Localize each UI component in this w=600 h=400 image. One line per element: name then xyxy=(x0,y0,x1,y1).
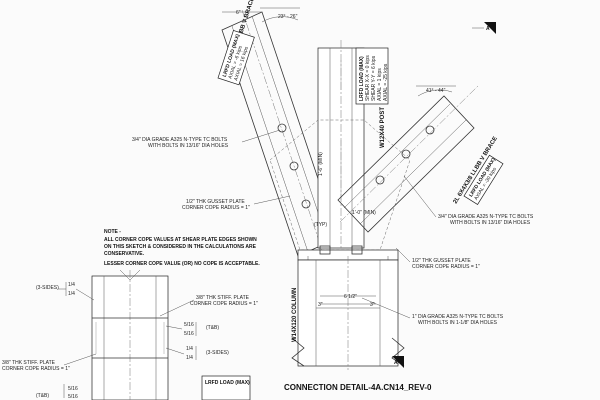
note-line: CONSERVATIVE. xyxy=(104,251,145,257)
svg-text:3/4" DIA GRADE A325 N-TYPE TC: 3/4" DIA GRADE A325 N-TYPE TC BOLTS xyxy=(132,137,228,143)
svg-text:CORNER COPE RADIUS = 1": CORNER COPE RADIUS = 1" xyxy=(2,366,70,372)
svg-text:AXIAL = -25 kips: AXIAL = -25 kips xyxy=(383,63,389,101)
svg-text:1/2" THK GUSSET PLATE: 1/2" THK GUSSET PLATE xyxy=(186,199,245,205)
svg-text:3": 3" xyxy=(370,302,375,308)
svg-text:6": 6" xyxy=(236,10,241,16)
dimension: 1'-6" (MIN) 1'-0" (MIN) (TYP) 6 1/2" 3" … xyxy=(314,152,380,309)
svg-text:(T&B): (T&B) xyxy=(206,325,219,331)
bolt xyxy=(425,125,435,135)
svg-text:3": 3" xyxy=(318,302,323,308)
svg-text:5/16: 5/16 xyxy=(184,331,194,337)
load-box-bottom: LRFD LOAD (MAX) xyxy=(201,375,251,400)
svg-text:1/4: 1/4 xyxy=(68,291,75,297)
bolt xyxy=(301,199,311,209)
svg-text:3/8" THK STIFF. PLATE: 3/8" THK STIFF. PLATE xyxy=(196,295,250,301)
bolt xyxy=(289,161,299,171)
svg-text:SHEAR Y-Y = 6 kips: SHEAR Y-Y = 6 kips xyxy=(371,55,377,101)
note-block: NOTE - ALL CORNER COPE VALUES AT SHEAR P… xyxy=(104,229,260,267)
svg-text:WITH BOLTS IN 1-1/8" DIA HOLES: WITH BOLTS IN 1-1/8" DIA HOLES xyxy=(418,320,498,326)
svg-text:CORNER COPE RADIUS = 1": CORNER COPE RADIUS = 1" xyxy=(412,264,480,270)
weld-symbol: (T&B) 5/16 5/16 xyxy=(36,384,78,400)
drawing-title: CONNECTION DETAIL-4A.CN14_REV-0 xyxy=(284,383,432,392)
callout-gusset-left: 1/2" THK GUSSET PLATE CORNER COPE RADIUS… xyxy=(182,195,291,211)
svg-text:A: A xyxy=(394,360,398,366)
gusset-plate xyxy=(269,119,411,251)
svg-text:(TYP): (TYP) xyxy=(314,222,327,228)
svg-text:1/2" THK GUSSET PLATE: 1/2" THK GUSSET PLATE xyxy=(412,258,471,264)
svg-text:1/4: 1/4 xyxy=(186,346,193,352)
svg-text:6 1/2": 6 1/2" xyxy=(344,294,357,300)
svg-text:3/4" DIA GRADE A325 N-TYPE TC: 3/4" DIA GRADE A325 N-TYPE TC BOLTS xyxy=(438,214,534,220)
right-brace xyxy=(337,85,479,233)
post-label: W12X40 POST xyxy=(380,107,386,148)
column-member xyxy=(291,256,405,370)
svg-text:(3-SIDES): (3-SIDES) xyxy=(36,285,59,291)
bolt xyxy=(375,175,385,185)
bolt xyxy=(401,149,411,159)
svg-text:(T&B): (T&B) xyxy=(36,393,49,399)
svg-text:1/4: 1/4 xyxy=(186,355,193,361)
svg-text:1'-0" (MIN): 1'-0" (MIN) xyxy=(352,210,376,216)
dimension: 6" 23° - 26" 41° - 44" xyxy=(236,10,453,97)
svg-text:CORNER COPE RADIUS = 1": CORNER COPE RADIUS = 1" xyxy=(182,205,250,211)
weld-symbol: (3-SIDES) 1/4 1/4 xyxy=(165,346,229,361)
svg-text:AXIAL = 1 kips: AXIAL = 1 kips xyxy=(377,68,383,101)
svg-text:3/8" THK STIFF. PLATE: 3/8" THK STIFF. PLATE xyxy=(2,360,56,366)
section-mark: A xyxy=(472,22,496,34)
svg-text:WITH BOLTS IN 13/16" DIA HOLES: WITH BOLTS IN 13/16" DIA HOLES xyxy=(148,143,229,149)
section-mark: A xyxy=(392,356,404,368)
callout-bolts-left: 3/4" DIA GRADE A325 N-TYPE TC BOLTS WITH… xyxy=(132,129,281,149)
svg-text:5/16: 5/16 xyxy=(68,386,78,392)
svg-text:5/16: 5/16 xyxy=(68,394,78,400)
svg-text:(3-SIDES): (3-SIDES) xyxy=(206,350,229,356)
svg-text:5/16: 5/16 xyxy=(184,322,194,328)
weld-symbol: (T&B) 5/16 5/16 xyxy=(165,322,219,337)
svg-text:SHEAR X-X = 0 kips: SHEAR X-X = 0 kips xyxy=(365,55,371,101)
callout-stiff-plate-mid: 3/8" THK STIFF. PLATE CORNER COPE RADIUS… xyxy=(159,295,258,317)
svg-text:41° - 44": 41° - 44" xyxy=(426,88,446,94)
bolt xyxy=(277,123,287,133)
svg-text:LRFD LOAD (MAX): LRFD LOAD (MAX) xyxy=(205,380,250,386)
column-label: W14X120 COLUMN xyxy=(292,288,298,342)
note-line: ON THIS SKETCH & CONSIDERED IN THE CALCU… xyxy=(104,244,257,250)
svg-text:CORNER COPE RADIUS = 1": CORNER COPE RADIUS = 1" xyxy=(190,301,258,307)
lower-left-detail xyxy=(91,269,169,400)
note-heading: NOTE - xyxy=(104,229,121,235)
note-extra: LESSER CORNER COPE VALUE (OR) NO COPE IS… xyxy=(104,261,260,267)
svg-text:1'-6" (MIN): 1'-6" (MIN) xyxy=(318,152,324,176)
svg-text:1/4: 1/4 xyxy=(68,282,75,288)
load-box-post: LRFD LOAD (MAX) SHEAR X-X = 0 kips SHEAR… xyxy=(355,47,389,105)
svg-text:1" DIA GRADE A325 N-TYPE TC BO: 1" DIA GRADE A325 N-TYPE TC BOLTS xyxy=(412,314,504,320)
callout-gusset-right: 1/2" THK GUSSET PLATE CORNER COPE RADIUS… xyxy=(395,247,480,270)
weld-symbol: (3-SIDES) 1/4 1/4 xyxy=(36,282,95,301)
callout-bolts-bottom: 1" DIA GRADE A325 N-TYPE TC BOLTS WITH B… xyxy=(361,297,504,326)
callout-bolts-right: 3/4" DIA GRADE A325 N-TYPE TC BOLTS WITH… xyxy=(403,175,534,226)
svg-text:WITH BOLTS IN 13/16" DIA HOLES: WITH BOLTS IN 13/16" DIA HOLES xyxy=(450,220,531,226)
note-line: ALL CORNER COPE VALUES AT SHEAR PLATE ED… xyxy=(104,237,257,243)
svg-text:LRFD LOAD (MAX): LRFD LOAD (MAX) xyxy=(359,56,365,101)
callout-stiff-plate-left: 3/8" THK STIFF. PLATE CORNER COPE RADIUS… xyxy=(2,353,97,372)
svg-text:A: A xyxy=(486,26,490,32)
